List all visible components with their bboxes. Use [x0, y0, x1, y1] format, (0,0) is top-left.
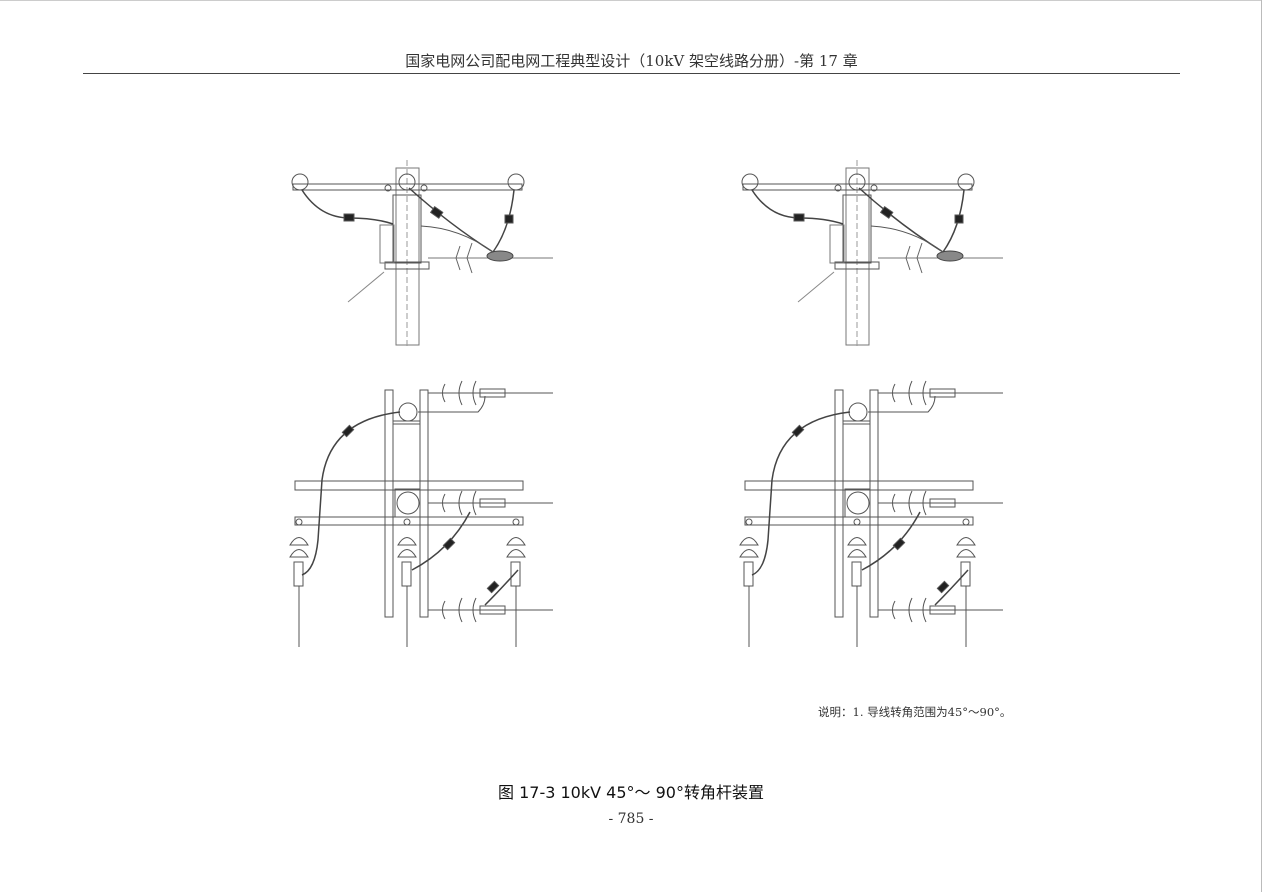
plan-view-composite	[740, 381, 1003, 647]
plan-view-porcelain	[290, 381, 553, 647]
figure-caption: 图 17-3 10kV 45°～ 90°转角杆装置	[498, 783, 764, 802]
header-rule	[83, 73, 1180, 74]
page-border-top	[0, 0, 1262, 1]
elevation-view-composite	[741, 159, 1004, 349]
running-header: 国家电网公司配电网工程典型设计（10kV 架空线路分册）-第 17 章	[405, 52, 858, 70]
page-number: - 785 -	[608, 811, 654, 827]
elevation-view-porcelain	[291, 159, 554, 349]
drawing-note: 说明：1. 导线转角范围为45°～90°。	[818, 705, 1012, 719]
